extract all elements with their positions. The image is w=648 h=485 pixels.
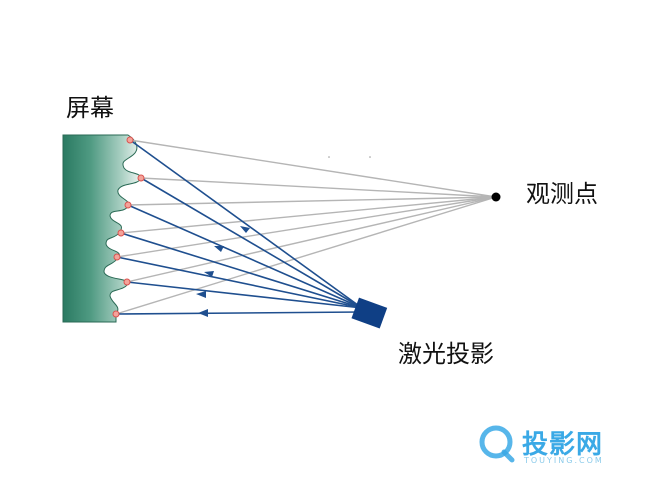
arrowhead xyxy=(196,291,206,298)
reflected-lines xyxy=(115,139,497,315)
reflection-point xyxy=(126,136,134,144)
reflection-point xyxy=(124,201,132,209)
laser-line xyxy=(127,204,363,309)
reflection-points xyxy=(112,136,145,318)
reflection-point xyxy=(137,174,145,182)
reflected-line xyxy=(116,196,497,258)
reflection-point xyxy=(113,253,121,261)
reflected-line xyxy=(126,196,497,283)
reflected-line xyxy=(120,196,497,234)
laser-line xyxy=(120,232,363,309)
arrowhead xyxy=(204,271,214,277)
watermark-logo-icon xyxy=(479,425,515,463)
laser-arrowheads xyxy=(196,226,250,317)
laser-line xyxy=(140,177,363,309)
watermark-subtext: TOUYING.COM xyxy=(524,456,604,465)
reflected-line xyxy=(140,177,497,198)
projector-icon xyxy=(351,297,388,329)
arrowhead xyxy=(240,226,250,233)
laser-line xyxy=(126,281,363,309)
arrowhead xyxy=(214,246,224,252)
screen-label: 屏幕 xyxy=(66,94,114,122)
laser-projection-label: 激光投影 xyxy=(398,340,494,368)
reflection-point xyxy=(117,229,125,237)
reflected-line xyxy=(127,196,497,206)
laser-line xyxy=(129,139,363,309)
reflection-point xyxy=(112,310,120,318)
laser-lines xyxy=(115,139,363,315)
reflected-line xyxy=(129,139,497,198)
watermark: 投影网 TOUYING.COM xyxy=(478,418,638,470)
reflection-point xyxy=(123,278,131,286)
arrowhead xyxy=(198,309,208,317)
screen-body xyxy=(62,134,142,323)
viewer-label: 观测点 xyxy=(526,180,598,208)
watermark-text: 投影网 xyxy=(522,430,604,460)
laser-line xyxy=(116,256,363,309)
laser-line xyxy=(115,311,363,315)
reflected-line xyxy=(115,196,497,315)
viewer-point-icon xyxy=(491,192,501,202)
